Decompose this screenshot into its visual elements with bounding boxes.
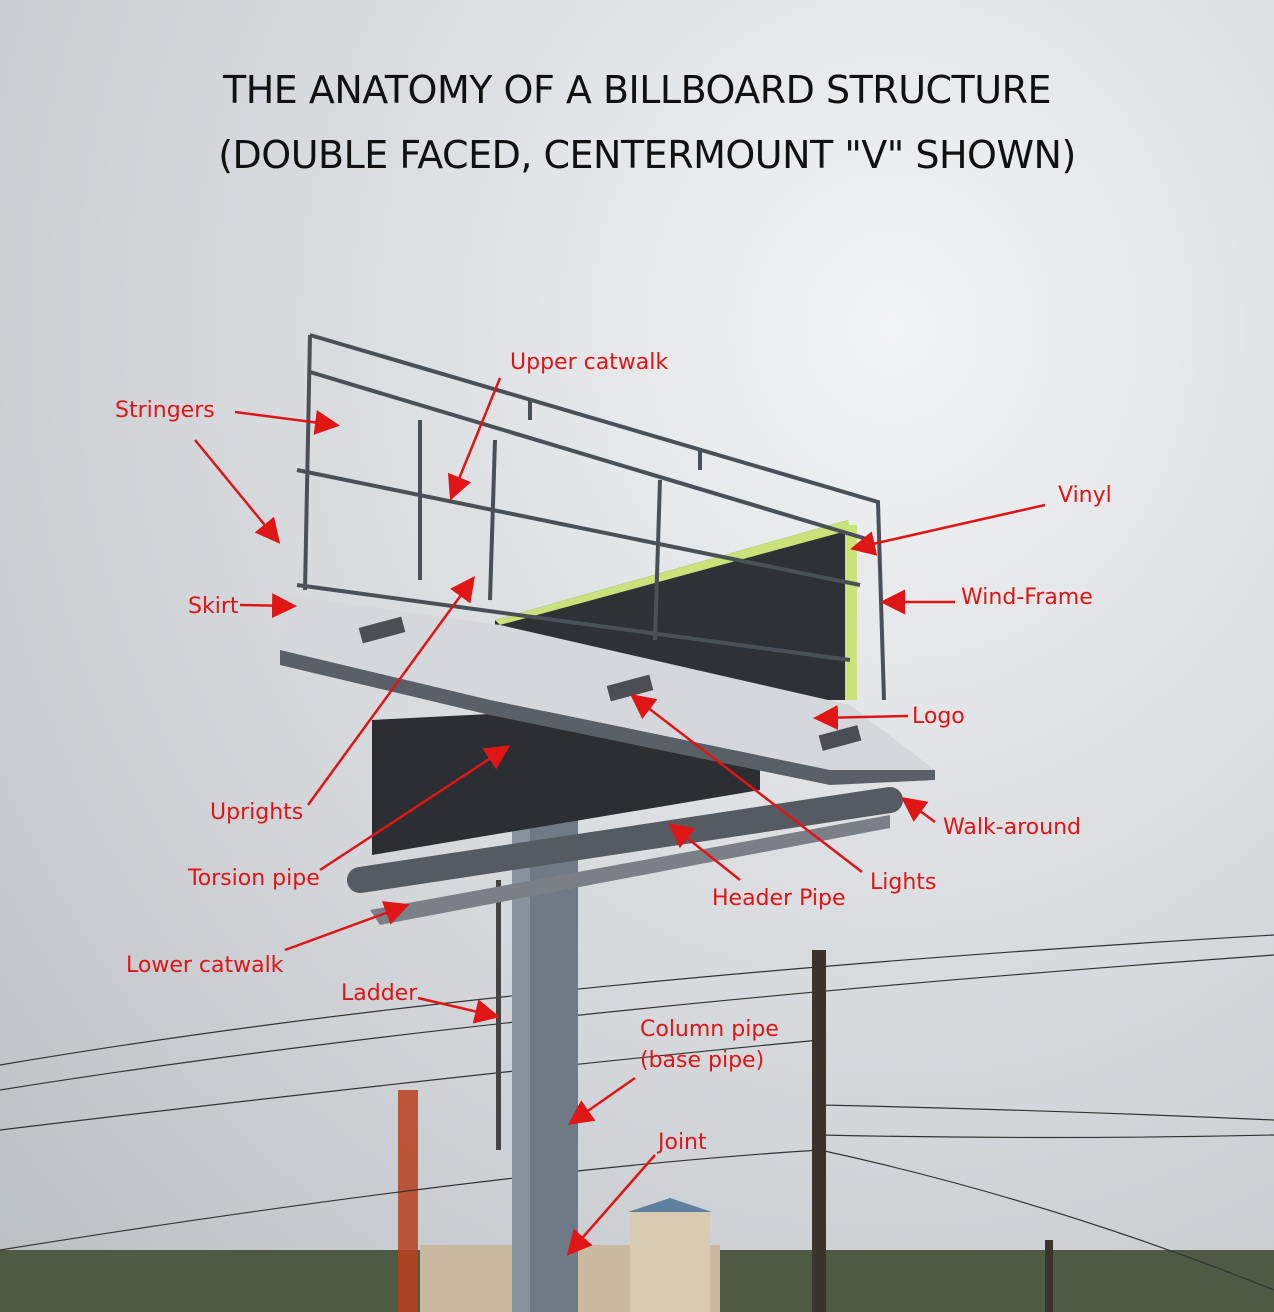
arrow-column-pipe <box>567 1076 636 1125</box>
label-logo: Logo <box>912 704 965 729</box>
arrow-walk-around <box>900 797 936 824</box>
arrow-stringers-2 <box>194 439 281 544</box>
arrow-ladder <box>417 996 500 1024</box>
title-line-2: (DOUBLE FACED, CENTERMOUNT "V" SHOWN) <box>218 133 1076 177</box>
label-base-pipe: (base pipe) <box>640 1048 765 1073</box>
arrow-lower-catwalk <box>284 901 410 952</box>
arrow-upper-catwalk <box>447 377 502 501</box>
arrow-logo <box>813 705 909 731</box>
arrow-skirt <box>239 593 297 619</box>
lights <box>358 616 862 751</box>
background-buildings <box>0 1090 1274 1312</box>
arrow-stringers-1 <box>234 410 340 435</box>
label-upper-catwalk: Upper catwalk <box>510 350 669 375</box>
arrow-joint <box>566 1154 656 1256</box>
title-line-1: THE ANATOMY OF A BILLBOARD STRUCTURE <box>223 68 1051 112</box>
arrow-header-pipe <box>668 822 741 881</box>
wind-frame <box>296 333 886 701</box>
arrow-torsion-pipe <box>319 745 511 872</box>
arrow-uprights <box>306 575 475 806</box>
label-walk-around: Walk-around <box>943 815 1081 840</box>
label-header-pipe: Header Pipe <box>712 886 846 911</box>
arrow-vinyl <box>850 503 1046 556</box>
label-ladder: Ladder <box>341 981 418 1006</box>
label-uprights: Uprights <box>210 800 304 825</box>
label-skirt: Skirt <box>188 594 239 619</box>
arrow-lights <box>630 693 863 873</box>
callout-arrows <box>194 377 1046 1256</box>
label-column-pipe: Column pipe <box>640 1017 779 1042</box>
utility-pole <box>812 950 826 1312</box>
label-joint: Joint <box>658 1130 707 1155</box>
label-vinyl: Vinyl <box>1058 483 1112 508</box>
label-wind-frame: Wind-Frame <box>961 585 1093 610</box>
label-stringers: Stringers <box>115 398 215 423</box>
label-lower-catwalk: Lower catwalk <box>126 953 284 978</box>
label-torsion-pipe: Torsion pipe <box>188 866 320 891</box>
label-lights: Lights <box>870 870 937 895</box>
